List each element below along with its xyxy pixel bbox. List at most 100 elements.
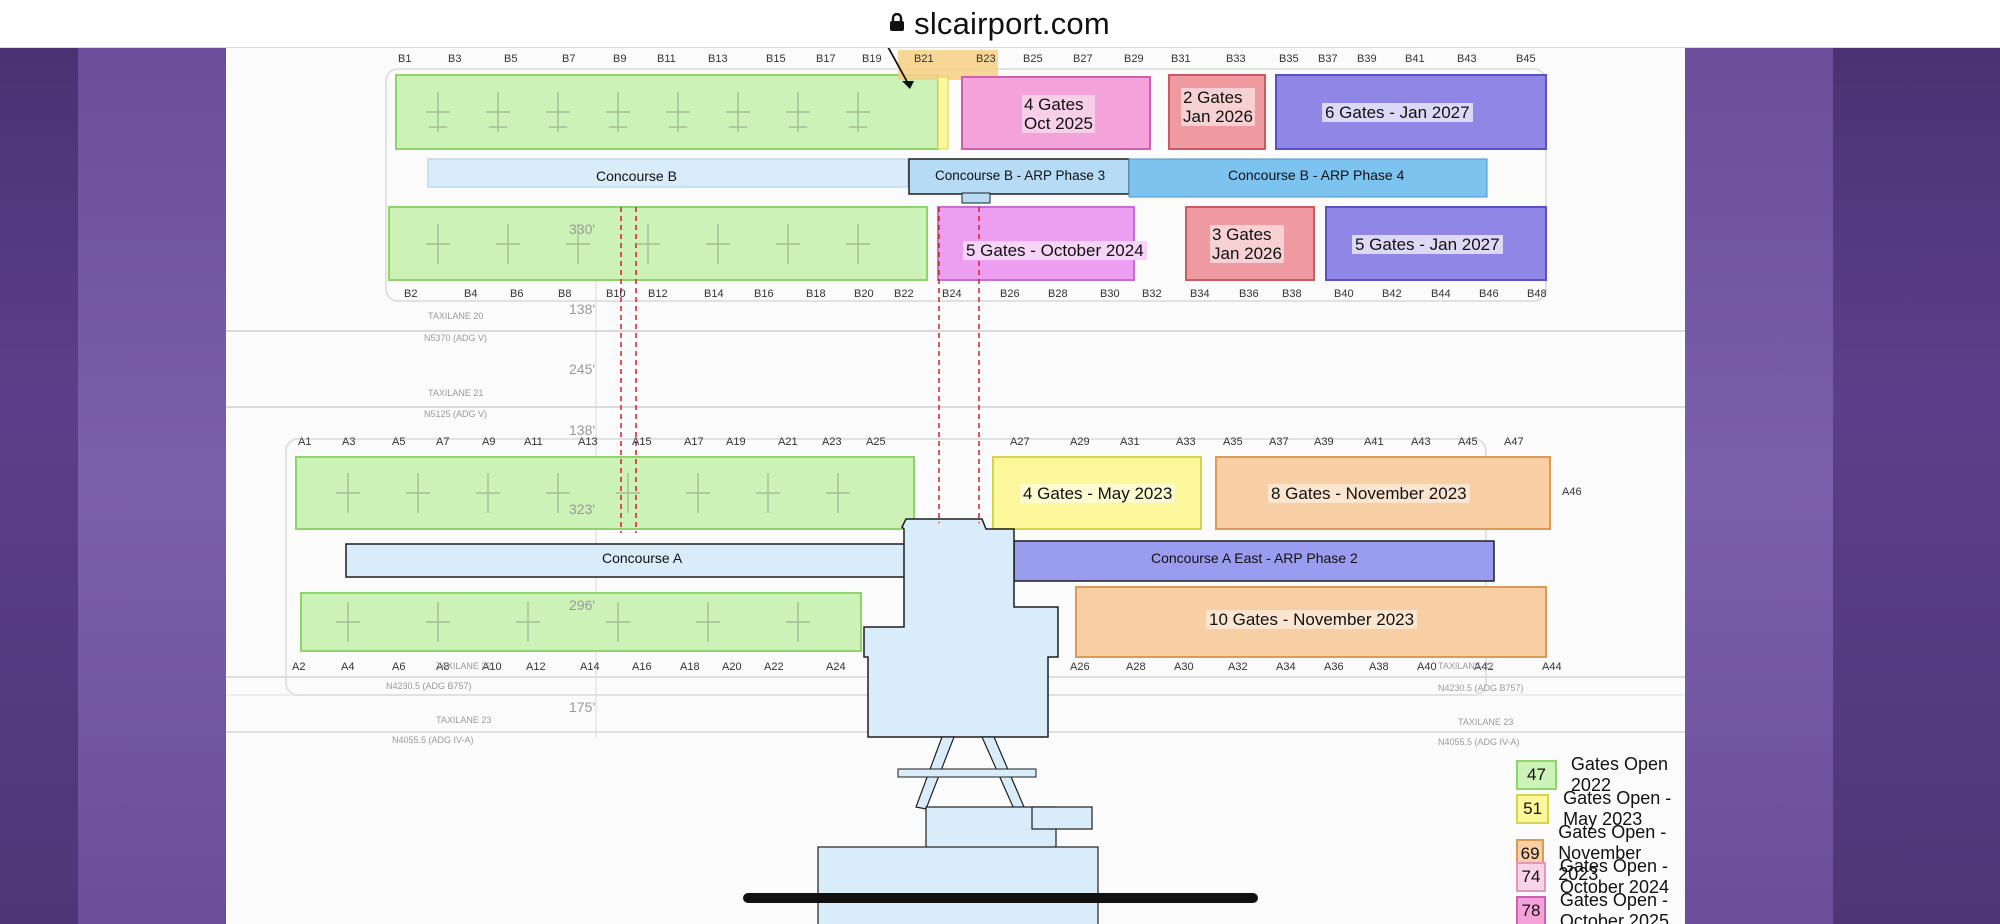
- gate-label: B31: [1171, 53, 1191, 65]
- concourse-b-phase4-label: Concourse B - ARP Phase 4: [1228, 167, 1405, 183]
- concourse-a-label: Concourse A: [602, 550, 683, 566]
- b-6gates-block: [1275, 74, 1547, 150]
- gate-label: B15: [766, 53, 786, 65]
- b-4gates-line1: 4 Gates: [1024, 95, 1084, 114]
- gate-label: A24: [826, 661, 846, 673]
- gate-label: B13: [708, 53, 728, 65]
- b-2gates-label: 2 Gates Jan 2026: [1181, 88, 1255, 127]
- gate-label: A35: [1223, 436, 1243, 448]
- gate-label: B46: [1479, 288, 1499, 300]
- gate-label: A44: [1542, 661, 1562, 673]
- gate-label: A14: [580, 661, 600, 673]
- dimension-138-bottom: 138': [569, 422, 596, 438]
- b-2gates-line1: 2 Gates: [1183, 88, 1243, 107]
- concourse-a-east-label: Concourse A East - ARP Phase 2: [1151, 550, 1358, 566]
- b21-b23-orange-strip: [898, 50, 998, 80]
- taxilane-22-right-label: TAXILANE 22: [1438, 661, 1494, 671]
- gate-label: A15: [632, 436, 652, 448]
- gate-label: B11: [657, 53, 676, 65]
- taxilane-22-spec: N4230.5 (ADG B757): [386, 681, 472, 691]
- gate-label: A1: [298, 436, 312, 448]
- dimension-296: 296': [569, 597, 596, 613]
- gate-label: A10: [482, 661, 502, 673]
- gate-label: B3: [448, 53, 462, 65]
- gate-label: A40: [1417, 661, 1437, 673]
- gate-label: A37: [1269, 436, 1289, 448]
- legend-label: Gates Open - October 2025: [1559, 890, 1669, 924]
- gate-label: B23: [976, 53, 996, 65]
- airport-map-graphic: [226, 47, 1685, 924]
- gate-label: A29: [1070, 436, 1090, 448]
- legend-label: Gates Open 2022: [1570, 754, 1668, 795]
- taxilane-21-spec: N5125 (ADG V): [424, 409, 488, 419]
- gate-label: B10: [606, 288, 626, 300]
- concourse-b-label: Concourse B: [596, 168, 677, 184]
- gate-label: B8: [558, 288, 572, 300]
- gate-label: B5: [504, 53, 518, 65]
- b-3gates-line1: 3 Gates: [1212, 225, 1272, 244]
- a-bottom-green-block: [300, 592, 862, 652]
- dimension-175: 175': [569, 699, 596, 715]
- gate-label: A22: [764, 661, 784, 673]
- browser-address-bar[interactable]: slcairport.com: [0, 0, 2000, 48]
- a-4gates-label: 4 Gates - May 2023: [1020, 484, 1176, 504]
- gate-label: A43: [1411, 436, 1431, 448]
- gate-label: B17: [816, 53, 836, 65]
- taxilane-23-right-spec: N4055.5 (ADG IV-A): [1438, 737, 1520, 747]
- gate-label: A5: [392, 436, 406, 448]
- gate-label: A17: [684, 436, 704, 448]
- gate-label: A45: [1458, 436, 1478, 448]
- gate-label: B4: [464, 288, 478, 300]
- legend-row: 47 Gates Open 2022: [1516, 754, 1685, 796]
- gate-label: A28: [1126, 661, 1146, 673]
- gate-label: A30: [1174, 661, 1194, 673]
- home-indicator[interactable]: [743, 893, 1258, 903]
- legend-count-box: 51: [1516, 794, 1550, 824]
- gate-label: B48: [1527, 288, 1547, 300]
- gate-label: A16: [632, 661, 652, 673]
- taxilane-21-label: TAXILANE 21: [428, 388, 484, 398]
- legend-count-box: 74: [1516, 862, 1546, 892]
- gate-label: B37: [1318, 53, 1338, 65]
- gate-label: A6: [392, 661, 406, 673]
- airport-map[interactable]: Concourse B Concourse B - ARP Phase 3 Co…: [226, 47, 1685, 924]
- gate-label: B6: [510, 288, 524, 300]
- gate-label: A38: [1369, 661, 1389, 673]
- url-text: slcairport.com: [914, 5, 1110, 41]
- gate-label: B42: [1382, 288, 1402, 300]
- legend-label: Gates Open - May 2023: [1563, 788, 1672, 829]
- gate-label: B30: [1100, 288, 1120, 300]
- gate-label: B45: [1516, 53, 1536, 65]
- gate-label: B27: [1073, 53, 1093, 65]
- b-2gates-line2: Jan 2026: [1183, 107, 1253, 127]
- gate-label: B44: [1431, 288, 1451, 300]
- legend-count-box: 47: [1516, 760, 1557, 790]
- gate-label: B7: [562, 53, 576, 65]
- taxilane-23-spec: N4055.5 (ADG IV-A): [392, 735, 474, 745]
- gate-label: A25: [866, 436, 886, 448]
- gate-label: A3: [342, 436, 356, 448]
- gate-label: B39: [1357, 53, 1377, 65]
- gate-label: A42: [1474, 661, 1494, 673]
- b-3gates-line2: Jan 2026: [1212, 244, 1282, 264]
- gate-label: B1: [398, 53, 412, 65]
- gate-label: B25: [1023, 53, 1043, 65]
- concourse-b-phase3-bar: [908, 158, 1130, 195]
- b-5gates-jan2027-label: 5 Gates - Jan 2027: [1352, 235, 1503, 255]
- gate-label: A23: [822, 436, 842, 448]
- gate-a46: A46: [1562, 486, 1582, 498]
- a-8gates-label: 8 Gates - November 2023: [1268, 484, 1470, 504]
- gate-label: A36: [1324, 661, 1344, 673]
- gate-label: A11: [524, 436, 543, 448]
- gate-label: B41: [1405, 53, 1425, 65]
- dimension-245: 245': [569, 361, 596, 377]
- legend-label: Gates Open - October 2024: [1559, 856, 1669, 897]
- concourse-b-bar: [427, 158, 909, 188]
- taxilane-23-label: TAXILANE 23: [436, 715, 492, 725]
- gate-label: B38: [1282, 288, 1302, 300]
- gate-label: B9: [613, 53, 627, 65]
- gate-label: B24: [942, 288, 962, 300]
- dimension-138-top: 138': [569, 301, 596, 317]
- a-top-green-block: [295, 456, 915, 530]
- gate-label: A12: [526, 661, 546, 673]
